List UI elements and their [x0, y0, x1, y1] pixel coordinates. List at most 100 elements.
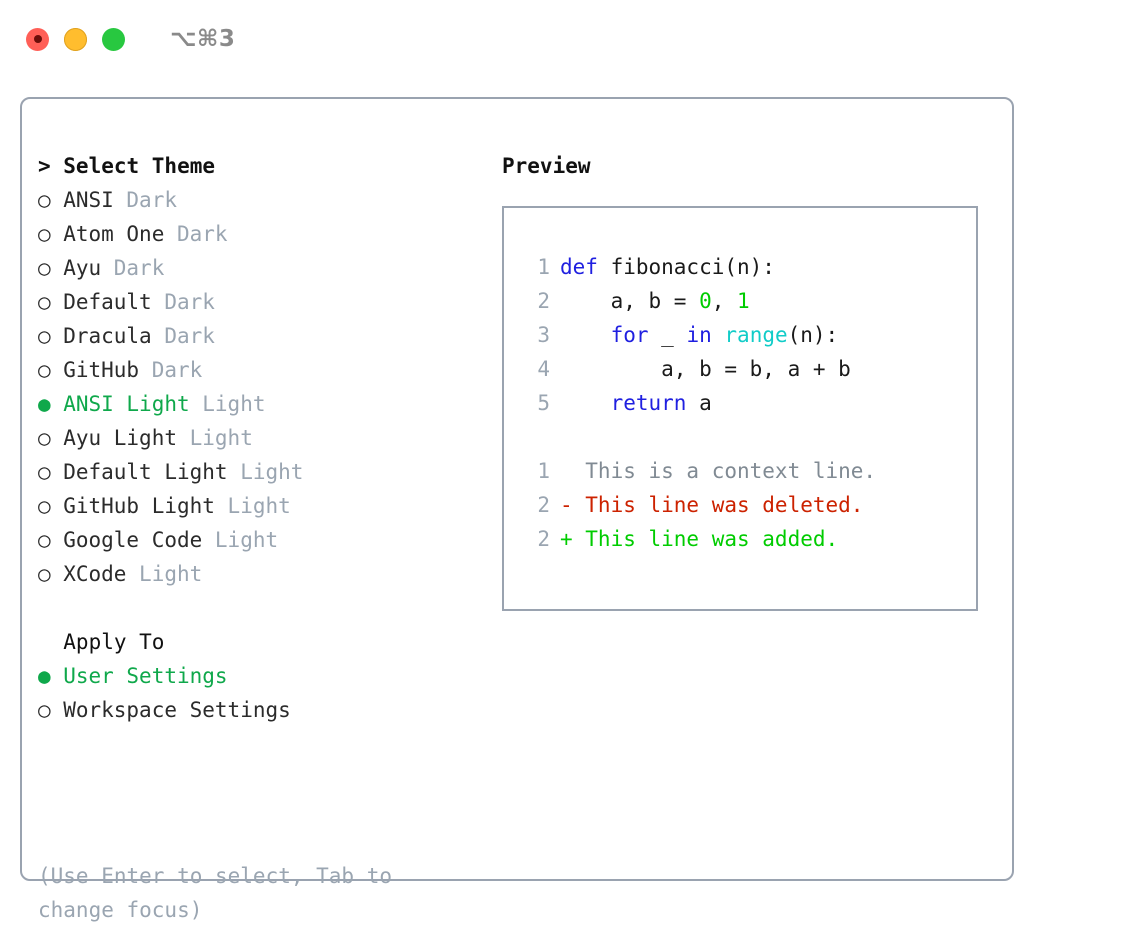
code-token-plain: _	[648, 323, 687, 347]
panel-inner: > Select Theme ○ANSI Dark○Atom One Dark○…	[22, 99, 1012, 922]
apply-to-header: Apply To	[38, 630, 165, 654]
traffic-light-group	[26, 27, 125, 51]
minimize-button[interactable]	[64, 27, 87, 51]
theme-option-ayu-light[interactable]: ○Ayu Light Light	[38, 421, 478, 455]
apply-to-option-workspace-settings[interactable]: ○Workspace Settings	[38, 693, 478, 727]
theme-option-label: Atom One	[63, 222, 165, 246]
theme-option-github[interactable]: ○GitHub Dark	[38, 353, 478, 387]
theme-variant-tag: Dark	[164, 222, 228, 246]
radio-unselected-icon: ○	[38, 460, 51, 484]
close-button[interactable]	[26, 27, 49, 51]
code-line-number: 1	[537, 255, 550, 279]
code-line: 2 a, b = 0, 1	[504, 284, 976, 318]
code-token-kw: for	[610, 323, 649, 347]
theme-option-ayu[interactable]: ○ Ayu Dark	[38, 251, 478, 285]
code-token-plain: a	[686, 391, 712, 415]
select-theme-header: > Select Theme	[38, 154, 216, 178]
code-token-plain: ,	[711, 289, 738, 313]
theme-option-google-code[interactable]: ○Google Code Light	[38, 523, 478, 557]
theme-option-ansi[interactable]: ○ANSI Dark	[38, 183, 478, 217]
theme-variant-tag: Dark	[151, 324, 215, 348]
theme-option-label: Ayu	[63, 256, 102, 280]
keyboard-hint-text: (Use Enter to select, Tab to change focu…	[38, 864, 393, 922]
radio-selected-icon: ●	[38, 392, 51, 416]
theme-option-label: XCode	[63, 562, 127, 586]
theme-option-label: GitHub	[63, 358, 140, 382]
titlebar: ⌥⌘3	[0, 0, 1140, 78]
code-line: 1 def fibonacci(n):	[504, 250, 976, 284]
apply-to-option-user-settings[interactable]: ●User Settings	[38, 659, 478, 693]
preview-gap	[504, 420, 976, 454]
radio-unselected-icon: ○	[38, 426, 51, 450]
theme-option-label: Ayu Light	[63, 426, 177, 450]
code-token-plain: fibonacci(n):	[610, 255, 775, 279]
preview-title: Preview	[502, 154, 591, 178]
theme-variant-tag: Light	[227, 460, 304, 484]
theme-variant-tag: Dark	[151, 290, 215, 314]
code-line: 5 return a	[504, 386, 976, 420]
theme-option-label: Default Light	[63, 460, 228, 484]
code-token-kw: return	[610, 391, 687, 415]
code-token-num: 0	[699, 289, 712, 313]
code-line-text: a, b = b, a + b	[550, 352, 851, 386]
code-token-plain: a, b =	[560, 289, 700, 313]
diff-line-number: 1	[537, 459, 550, 483]
main-panel: > Select Theme ○ANSI Dark○Atom One Dark○…	[20, 97, 1014, 922]
radio-unselected-icon: ○	[38, 528, 51, 552]
code-line: 4 a, b = b, a + b	[504, 352, 976, 386]
theme-option-ansi-light[interactable]: ● ANSI Light Light	[38, 387, 478, 421]
theme-list[interactable]: ○ANSI Dark○Atom One Dark○Ayu Dark○Defaul…	[38, 183, 478, 591]
theme-variant-tag: Light	[214, 494, 291, 518]
theme-option-dracula[interactable]: ○ Dracula Dark	[38, 319, 478, 353]
theme-option-default[interactable]: ○ Default Dark	[38, 285, 478, 319]
theme-option-label: ANSI Light	[63, 392, 190, 416]
code-line-text: return a	[550, 386, 712, 420]
theme-variant-tag: Light	[126, 562, 203, 586]
code-line-number: 4	[537, 357, 550, 381]
radio-unselected-icon: ○	[38, 324, 51, 348]
radio-unselected-icon: ○	[38, 698, 51, 722]
theme-option-atom-one[interactable]: ○Atom One Dark	[38, 217, 478, 251]
theme-variant-tag: Light	[202, 528, 279, 552]
code-token-plain	[560, 391, 611, 415]
diff-preview: 1 This is a context line.2- This line wa…	[504, 454, 976, 556]
code-token-plain: a, b = b, a + b	[560, 357, 851, 381]
radio-unselected-icon: ○	[38, 188, 51, 212]
keyboard-shortcut-label: ⌥⌘3	[170, 26, 236, 52]
list-spacer	[38, 591, 478, 625]
theme-variant-tag: Dark	[101, 256, 165, 280]
theme-variant-tag: Dark	[113, 188, 177, 212]
theme-option-github-light[interactable]: ○ GitHub Light Light	[38, 489, 478, 523]
code-token-builtin: range	[724, 323, 788, 347]
apply-to-list[interactable]: ●User Settings○Workspace Settings	[38, 659, 478, 727]
diff-line-number: 2	[537, 527, 550, 551]
code-token-kw: in	[686, 323, 712, 347]
diff-line: 2- This line was deleted.	[504, 488, 976, 522]
radio-unselected-icon: ○	[38, 358, 51, 382]
theme-option-label: Dracula	[63, 324, 152, 348]
theme-selection-column: > Select Theme ○ANSI Dark○Atom One Dark○…	[38, 149, 478, 727]
theme-option-label: Default	[63, 290, 152, 314]
code-token-kw: def	[560, 255, 611, 279]
radio-unselected-icon: ○	[38, 494, 51, 518]
code-line-number: 2	[537, 289, 550, 313]
code-token-plain	[560, 323, 611, 347]
code-line-number: 3	[537, 323, 550, 347]
radio-unselected-icon: ○	[38, 562, 51, 586]
diff-line-text-context: This is a context line.	[560, 459, 877, 483]
maximize-button[interactable]	[102, 27, 125, 51]
theme-option-label: GitHub Light	[63, 494, 215, 518]
radio-unselected-icon: ○	[38, 290, 51, 314]
theme-variant-tag: Light	[189, 392, 266, 416]
diff-line: 2+ This line was added.	[504, 522, 976, 556]
code-token-num: 1	[737, 289, 750, 313]
code-token-plain: (n):	[787, 323, 839, 347]
theme-option-default-light[interactable]: ○ Default Light Light	[38, 455, 478, 489]
theme-option-xcode[interactable]: ○ XCode Light	[38, 557, 478, 591]
radio-unselected-icon: ○	[38, 256, 51, 280]
code-line-text: a, b = 0, 1	[550, 284, 750, 318]
diff-line-text-del: - This line was deleted.	[560, 493, 864, 517]
